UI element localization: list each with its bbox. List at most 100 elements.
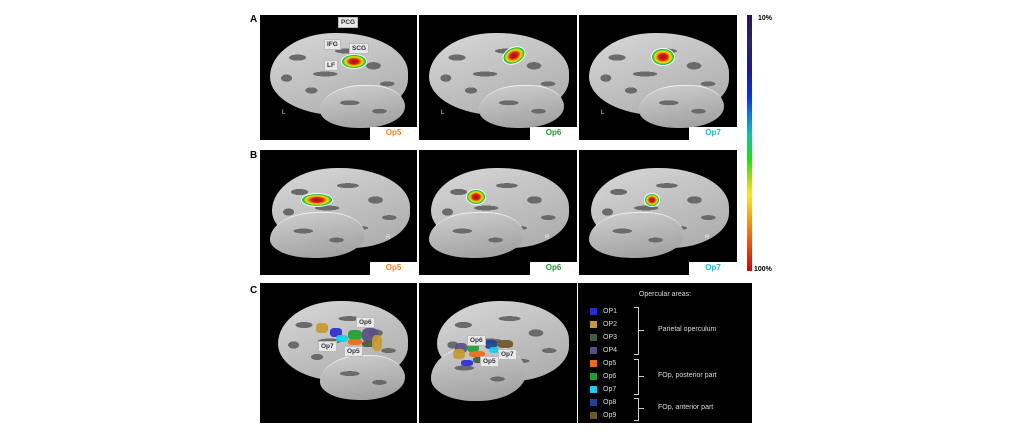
- legend-label: OP4: [603, 346, 618, 354]
- swatch-op8: [590, 398, 597, 406]
- area-op2-patch: [453, 349, 465, 359]
- hemisphere-label: L: [282, 110, 286, 116]
- bracket-parietal: [634, 307, 639, 355]
- swatch-op9: [590, 411, 597, 419]
- group-label-fop-anterior: FOp, anterior part: [658, 404, 714, 411]
- panel-b-op5: R Op5: [260, 150, 417, 275]
- temporal-lobe: [429, 212, 524, 258]
- area-op2-patch: [316, 323, 328, 333]
- label-op6: Op6: [467, 335, 486, 346]
- legend-title: Opercular areas:: [638, 291, 692, 298]
- area-op3-patch: [362, 341, 374, 347]
- legend-label: Op7: [603, 385, 617, 393]
- legend-item-op2: OP2: [590, 319, 617, 329]
- legend-item-op6: Op6: [590, 371, 616, 381]
- area-op7-patch: [489, 347, 499, 353]
- panel-b-op7: R Op7: [579, 150, 737, 275]
- area-op3-patch: [473, 357, 483, 363]
- area-op6-patch: [348, 330, 362, 340]
- area-op4-patch: [455, 343, 467, 353]
- label-op7: Op7: [318, 341, 337, 352]
- row-label-a: A: [250, 14, 258, 25]
- activation-heatmap: [645, 194, 659, 206]
- swatch-op6: [590, 372, 597, 380]
- legend-item-op8: Op8: [590, 397, 616, 407]
- legend-label: Op6: [603, 372, 617, 380]
- temporal-lobe: [320, 85, 405, 128]
- swatch-op5: [590, 359, 597, 367]
- area-tag-op6: Op6: [530, 262, 577, 275]
- area-op6-patch: [467, 343, 479, 352]
- area-op7-patch: [336, 335, 348, 342]
- panel-c-left-hemisphere: Op6 Op7 Op5: [260, 283, 417, 423]
- temporal-lobe: [639, 85, 724, 128]
- area-tag-op5: Op5: [370, 127, 417, 140]
- area-op2-patch-2: [372, 335, 382, 351]
- bracket-tick: [639, 376, 644, 377]
- bracket-fop-posterior: [634, 359, 639, 395]
- legend-label: Op8: [603, 398, 617, 406]
- panel-b-op6: R Op6: [419, 150, 577, 275]
- legend-item-op4: OP4: [590, 345, 617, 355]
- legend-label: OP3: [603, 333, 618, 341]
- bracket-fop-anterior: [634, 398, 639, 421]
- area-tag-op5: Op5: [370, 262, 417, 275]
- colorbar: [747, 15, 752, 271]
- activation-heatmap: [342, 55, 366, 68]
- label-pcg: PCG: [338, 17, 359, 28]
- label-op6: Op6: [356, 317, 375, 328]
- label-lf: LF: [324, 60, 338, 71]
- legend-label: Op5: [603, 359, 617, 367]
- opercular-areas-legend: Opercular areas: OP1 OP2 OP3 OP4 Op5 Op6…: [578, 283, 752, 423]
- bracket-tick: [639, 330, 644, 331]
- swatch-op4: [590, 346, 597, 354]
- legend-item-op9: Op9: [590, 410, 616, 420]
- activation-heatmap: [652, 49, 674, 65]
- label-op5: Op5: [344, 346, 363, 357]
- bracket-tick: [639, 408, 644, 409]
- hemisphere-label: R: [386, 235, 391, 241]
- temporal-lobe: [270, 212, 365, 258]
- legend-item-op5: Op5: [590, 358, 616, 368]
- area-tag-op7: Op7: [689, 262, 737, 275]
- activation-heatmap: [302, 194, 332, 206]
- temporal-lobe: [589, 212, 684, 258]
- area-op5-patch: [469, 351, 485, 357]
- colorbar-bottom-label: 100%: [754, 266, 772, 273]
- area-op1-patch: [330, 328, 342, 337]
- panel-a-op5: PCG IFG SCG LF L Op5: [260, 15, 417, 140]
- row-label-b: B: [250, 150, 258, 161]
- legend-item-op3: OP3: [590, 332, 617, 342]
- group-label-parietal-operculum: Parietal operculum: [658, 326, 717, 333]
- label-ifg: IFG: [324, 39, 341, 50]
- hemisphere-label: L: [601, 110, 605, 116]
- panel-c-right-hemisphere: Op6 Op5 Op7: [419, 283, 577, 423]
- group-label-fop-posterior: FOp, posterior part: [658, 372, 717, 379]
- swatch-op2: [590, 320, 597, 328]
- hemisphere-label: R: [705, 235, 710, 241]
- label-op7: Op7: [498, 349, 517, 360]
- swatch-op3: [590, 333, 597, 341]
- activation-heatmap: [467, 190, 485, 204]
- panel-a-op7: L Op7: [579, 15, 737, 140]
- legend-item-op1: OP1: [590, 306, 617, 316]
- area-op5-patch: [348, 339, 362, 345]
- legend-item-op7: Op7: [590, 384, 616, 394]
- legend-label: OP1: [603, 307, 618, 315]
- swatch-op7: [590, 385, 597, 393]
- area-op1-patch: [461, 360, 473, 366]
- swatch-op1: [590, 307, 597, 315]
- area-op8-patch: [485, 340, 497, 349]
- area-op9-patch: [497, 340, 513, 348]
- area-tag-op7: Op7: [689, 127, 737, 140]
- label-scg: SCG: [349, 43, 370, 54]
- hemisphere-label: R: [545, 235, 550, 241]
- label-op5: Op5: [480, 356, 499, 367]
- hemisphere-label: L: [441, 110, 445, 116]
- legend-label: OP2: [603, 320, 618, 328]
- temporal-lobe: [479, 85, 564, 128]
- legend-label: Op9: [603, 411, 617, 419]
- area-tag-op6: Op6: [530, 127, 577, 140]
- panel-a-op6: L Op6: [419, 15, 577, 140]
- temporal-lobe: [320, 355, 405, 400]
